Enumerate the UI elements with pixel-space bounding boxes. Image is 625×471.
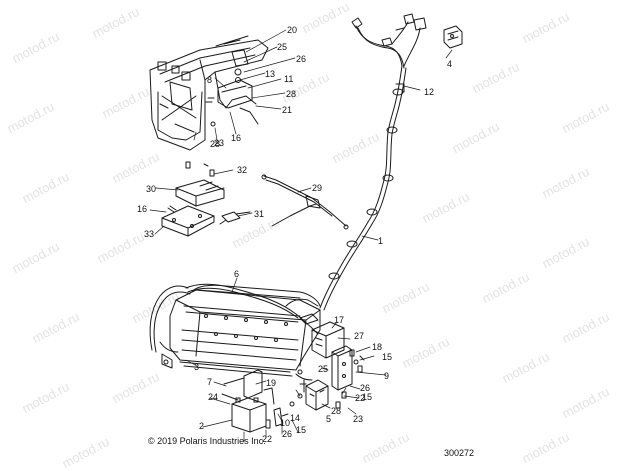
callout-20: 20	[287, 25, 298, 35]
callout-2: 2	[199, 421, 205, 431]
callout-8: 8	[207, 75, 213, 85]
callout-26: 26	[296, 54, 307, 64]
bracket-17	[311, 321, 345, 359]
callout-15: 15	[296, 425, 307, 435]
leader-lines	[149, 29, 453, 443]
cable-6	[185, 283, 319, 335]
callout-24: 24	[208, 392, 219, 402]
module-30	[175, 179, 225, 207]
callout-29: 29	[312, 183, 323, 193]
harness-25	[295, 373, 313, 393]
callout-18: 18	[372, 342, 383, 352]
callout-27: 27	[354, 331, 365, 341]
battery-box-assembly	[149, 284, 321, 377]
callout-16: 16	[231, 133, 242, 143]
callout-22: 22	[262, 434, 273, 444]
callout-15: 15	[382, 352, 393, 362]
callout-32: 32	[237, 165, 248, 175]
callout-19: 19	[266, 378, 277, 388]
relay-28	[305, 379, 329, 411]
harness-top-connectors	[351, 13, 427, 69]
callout-25: 25	[318, 364, 329, 374]
callout-28: 28	[210, 139, 221, 149]
callout-10: 10	[280, 418, 291, 428]
bracket-33	[161, 205, 215, 237]
callout-21: 21	[282, 105, 293, 115]
callout-6: 6	[234, 269, 240, 279]
callout-15: 15	[362, 392, 373, 402]
callout-23: 23	[353, 414, 364, 424]
callout-7: 7	[207, 377, 213, 387]
callout-28: 28	[331, 406, 342, 416]
fuse-31	[219, 211, 251, 225]
callout-23: 23	[214, 138, 225, 148]
diagram-number: 300272	[444, 448, 475, 458]
callout-3: 3	[194, 362, 200, 372]
callout-17: 17	[334, 315, 345, 325]
callout-14: 14	[290, 413, 301, 423]
callout-28: 28	[286, 89, 297, 99]
chassis-assembly	[149, 35, 269, 151]
callout-1: 1	[378, 236, 384, 246]
callout-26: 26	[360, 383, 371, 393]
callout-5: 5	[326, 414, 332, 424]
callout-11: 11	[284, 74, 294, 84]
callout-4: 4	[447, 59, 453, 69]
callout-31: 31	[254, 209, 265, 219]
fasteners-right-22-23-15	[335, 365, 363, 409]
callout-16: 16	[137, 204, 148, 214]
callout-12: 12	[424, 87, 435, 97]
callout-30: 30	[146, 184, 157, 194]
cable-29	[261, 174, 349, 230]
callout-33: 33	[144, 229, 155, 239]
callout-9: 9	[384, 371, 390, 381]
callout-26: 26	[282, 429, 293, 439]
callout-22: 22	[355, 393, 366, 403]
hold-down-19	[221, 369, 275, 405]
copyright-notice: © 2019 Polaris Industries Inc.	[148, 436, 266, 446]
callout-25: 25	[277, 42, 288, 52]
fasteners-32	[185, 161, 215, 177]
main-harness-1	[319, 65, 407, 311]
connector-4	[443, 25, 463, 49]
module-26	[331, 345, 353, 391]
callout-13: 13	[265, 69, 276, 79]
